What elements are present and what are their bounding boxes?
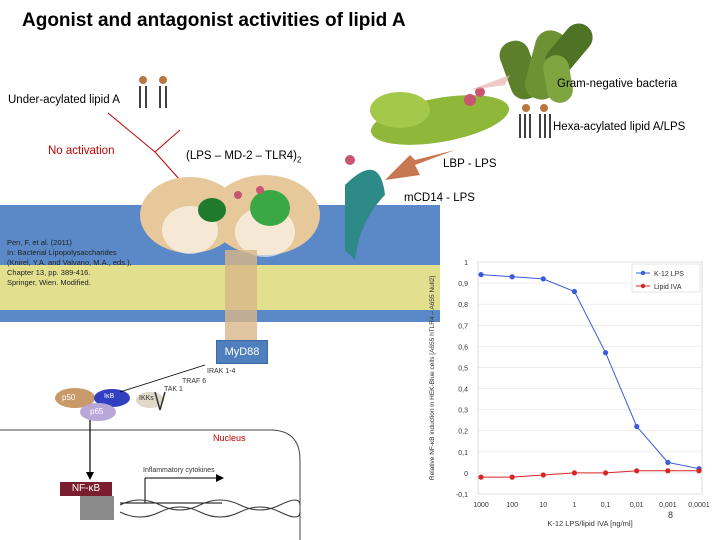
data-point	[509, 274, 515, 280]
data-point	[634, 423, 640, 430]
hexa-acylated-lipid-icon	[519, 104, 551, 138]
gene-box	[80, 496, 114, 520]
nucleus-envelope	[0, 429, 301, 540]
y-tick-label: 0,4	[458, 387, 468, 394]
tlr4-md2-complex	[140, 175, 320, 345]
transfer-arrow	[385, 150, 455, 180]
data-point	[571, 470, 578, 476]
label-ikb: IκB	[104, 393, 115, 400]
series-line	[481, 470, 699, 478]
page-title: Agonist and antagonist activities of lip…	[22, 10, 406, 31]
citation-line: Pen, F. et al. (2011)	[7, 238, 72, 247]
label-gram-negative: Gram-negative bacteria	[557, 78, 678, 90]
nfkb-box: NF-κB	[60, 482, 112, 496]
legend-marker	[640, 270, 646, 276]
under-acylated-lipid-icon	[139, 76, 167, 108]
data-point	[540, 276, 546, 282]
complex-subscript: 2	[297, 155, 302, 165]
x-tick-label: 10	[539, 502, 547, 509]
data-point	[571, 288, 578, 295]
legend-label: K-12 LPS	[654, 271, 684, 278]
label-hexa-acylated: Hexa-acylated lipid A/LPS	[553, 121, 686, 133]
y-axis-label: Relative NF-κB induction in HEK-Blue cel…	[429, 276, 436, 480]
y-tick-label: 0,3	[458, 408, 468, 415]
label-p50: p50	[62, 393, 76, 402]
data-point	[602, 350, 609, 356]
data-point	[540, 472, 546, 478]
label-complex: (LPS – MD-2 – TLR4)2	[186, 150, 301, 164]
myd88-box: MyD88	[216, 340, 268, 364]
data-point	[634, 468, 640, 474]
y-tick-label: -0,1	[456, 492, 468, 499]
label-cytokines: Inflammatory cytokines	[143, 467, 215, 474]
data-point	[602, 470, 609, 476]
label-no-activation: No activation	[48, 145, 115, 157]
citation-line: Springer, Wien. Modified.	[7, 278, 91, 287]
data-point	[509, 474, 515, 480]
label-tak1: TAK 1	[164, 386, 183, 393]
label-under-acylated: Under-acylated lipid A	[8, 94, 120, 106]
citation-line: Chapter 13, pp. 389-416.	[7, 268, 91, 277]
p65-subunit	[80, 403, 116, 421]
label-ikk: IKKs	[139, 395, 154, 402]
y-tick-label: 0,7	[458, 323, 468, 330]
data-point	[665, 459, 671, 465]
label-p65: p65	[90, 407, 104, 416]
label-mcd14: mCD14 - LPS	[404, 192, 475, 204]
x-tick-label: 0,01	[630, 502, 644, 509]
x-tick-label: 100	[506, 502, 518, 509]
x-tick-label: 1000	[473, 502, 489, 509]
complex-text: (LPS – MD-2 – TLR4)	[186, 150, 297, 162]
x-tick-label: 0,001	[659, 502, 677, 509]
citation: Pen, F. et al. (2011) In: Bacterial Lipo…	[7, 238, 132, 288]
y-tick-label: 0,2	[458, 429, 468, 436]
ikb-subunit	[94, 389, 130, 407]
lbp-protein	[370, 87, 510, 145]
legend-marker	[640, 283, 646, 289]
x-tick-label: 0,0001	[688, 502, 710, 509]
legend-label: Lipid IVA	[654, 284, 682, 291]
label-lbp: LBP - LPS	[443, 158, 497, 170]
x-axis-label: K-12 LPS/lipid IVA [ng/ml]	[547, 519, 632, 528]
y-tick-label: 0,1	[458, 450, 468, 457]
slide-number: 8	[668, 510, 674, 520]
data-point	[478, 272, 484, 278]
p50-subunit	[55, 388, 95, 408]
y-tick-label: 0,5	[458, 365, 468, 372]
y-tick-label: 1	[464, 260, 468, 267]
bacteria-illustration	[499, 23, 593, 103]
label-traf6: TRAF 6	[182, 378, 207, 385]
data-point	[696, 468, 702, 474]
citation-line: In: Bacterial Lipopolysaccharides	[7, 248, 117, 257]
y-tick-label: 0,9	[458, 281, 468, 288]
y-tick-label: 0	[464, 471, 468, 478]
y-tick-label: 0,6	[458, 344, 468, 351]
data-point	[478, 474, 484, 480]
x-tick-label: 1	[572, 502, 576, 509]
citation-line: (Knirel, Y.A. and Valvano, M.A., eds.),	[7, 258, 132, 267]
x-tick-label: 0,1	[601, 502, 611, 509]
mcd14-protein	[345, 155, 385, 260]
series-line	[480, 274, 700, 470]
y-tick-label: 0,8	[458, 302, 468, 309]
label-irak: IRAK 1-4	[207, 368, 236, 375]
data-point	[665, 468, 671, 474]
plot-area	[477, 261, 703, 495]
label-nucleus: Nucleus	[213, 433, 246, 443]
